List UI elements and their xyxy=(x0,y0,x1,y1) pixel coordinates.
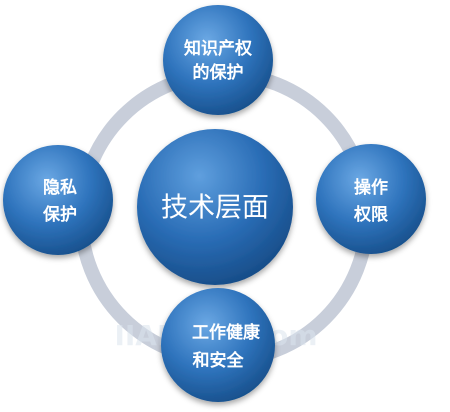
right-node: 操作 权限 xyxy=(316,144,426,254)
bottom-node: 工作健康 和安全 xyxy=(161,288,275,402)
left-node: 隐私 保护 xyxy=(3,145,113,255)
center-circle xyxy=(137,129,293,285)
top-label-line1: 知识产权 xyxy=(183,38,253,59)
right-label-line1: 操作 xyxy=(354,177,388,198)
top-label-line2: 的保护 xyxy=(193,62,244,83)
left-label-line2: 保护 xyxy=(42,204,77,225)
right-circle xyxy=(316,144,426,254)
bottom-label-line2: 和安全 xyxy=(193,350,245,371)
top-circle xyxy=(163,5,273,115)
center-node: 技术层面 xyxy=(137,129,293,285)
top-node: 知识产权 的保护 xyxy=(163,5,273,115)
left-circle xyxy=(3,145,113,255)
bottom-circle xyxy=(161,288,275,402)
center-label: 技术层面 xyxy=(161,193,269,224)
right-label-line2: 权限 xyxy=(353,204,388,225)
bottom-label-line1: 工作健康 xyxy=(192,322,261,343)
left-label-line1: 隐私 xyxy=(43,177,77,198)
